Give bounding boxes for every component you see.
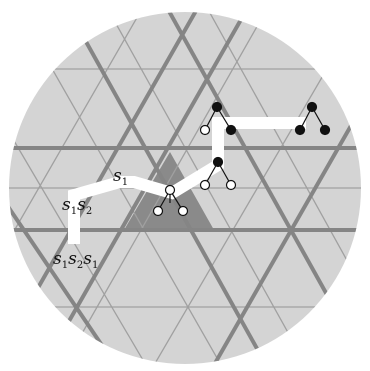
node-filled — [306, 101, 318, 113]
label-s1: s1 — [113, 166, 128, 188]
node-group-upper-right — [294, 101, 331, 136]
node-filled — [225, 124, 237, 136]
node-filled — [294, 124, 306, 136]
node-empty — [199, 179, 211, 191]
node-empty — [199, 124, 211, 136]
node-empty — [225, 179, 237, 191]
label-s1s2: s1s2 — [62, 195, 92, 217]
label-s1s2s1: s1s2s1 — [53, 249, 98, 271]
node-filled — [319, 124, 331, 136]
node-filled — [212, 156, 224, 168]
gallery-path — [68, 117, 306, 244]
node-group-chamber — [152, 184, 189, 217]
node-empty — [152, 205, 164, 217]
node-filled — [211, 101, 223, 113]
node-empty — [177, 205, 189, 217]
node-group-mid — [199, 156, 237, 191]
node-group-upper-left — [199, 101, 237, 136]
node-empty — [164, 184, 176, 196]
